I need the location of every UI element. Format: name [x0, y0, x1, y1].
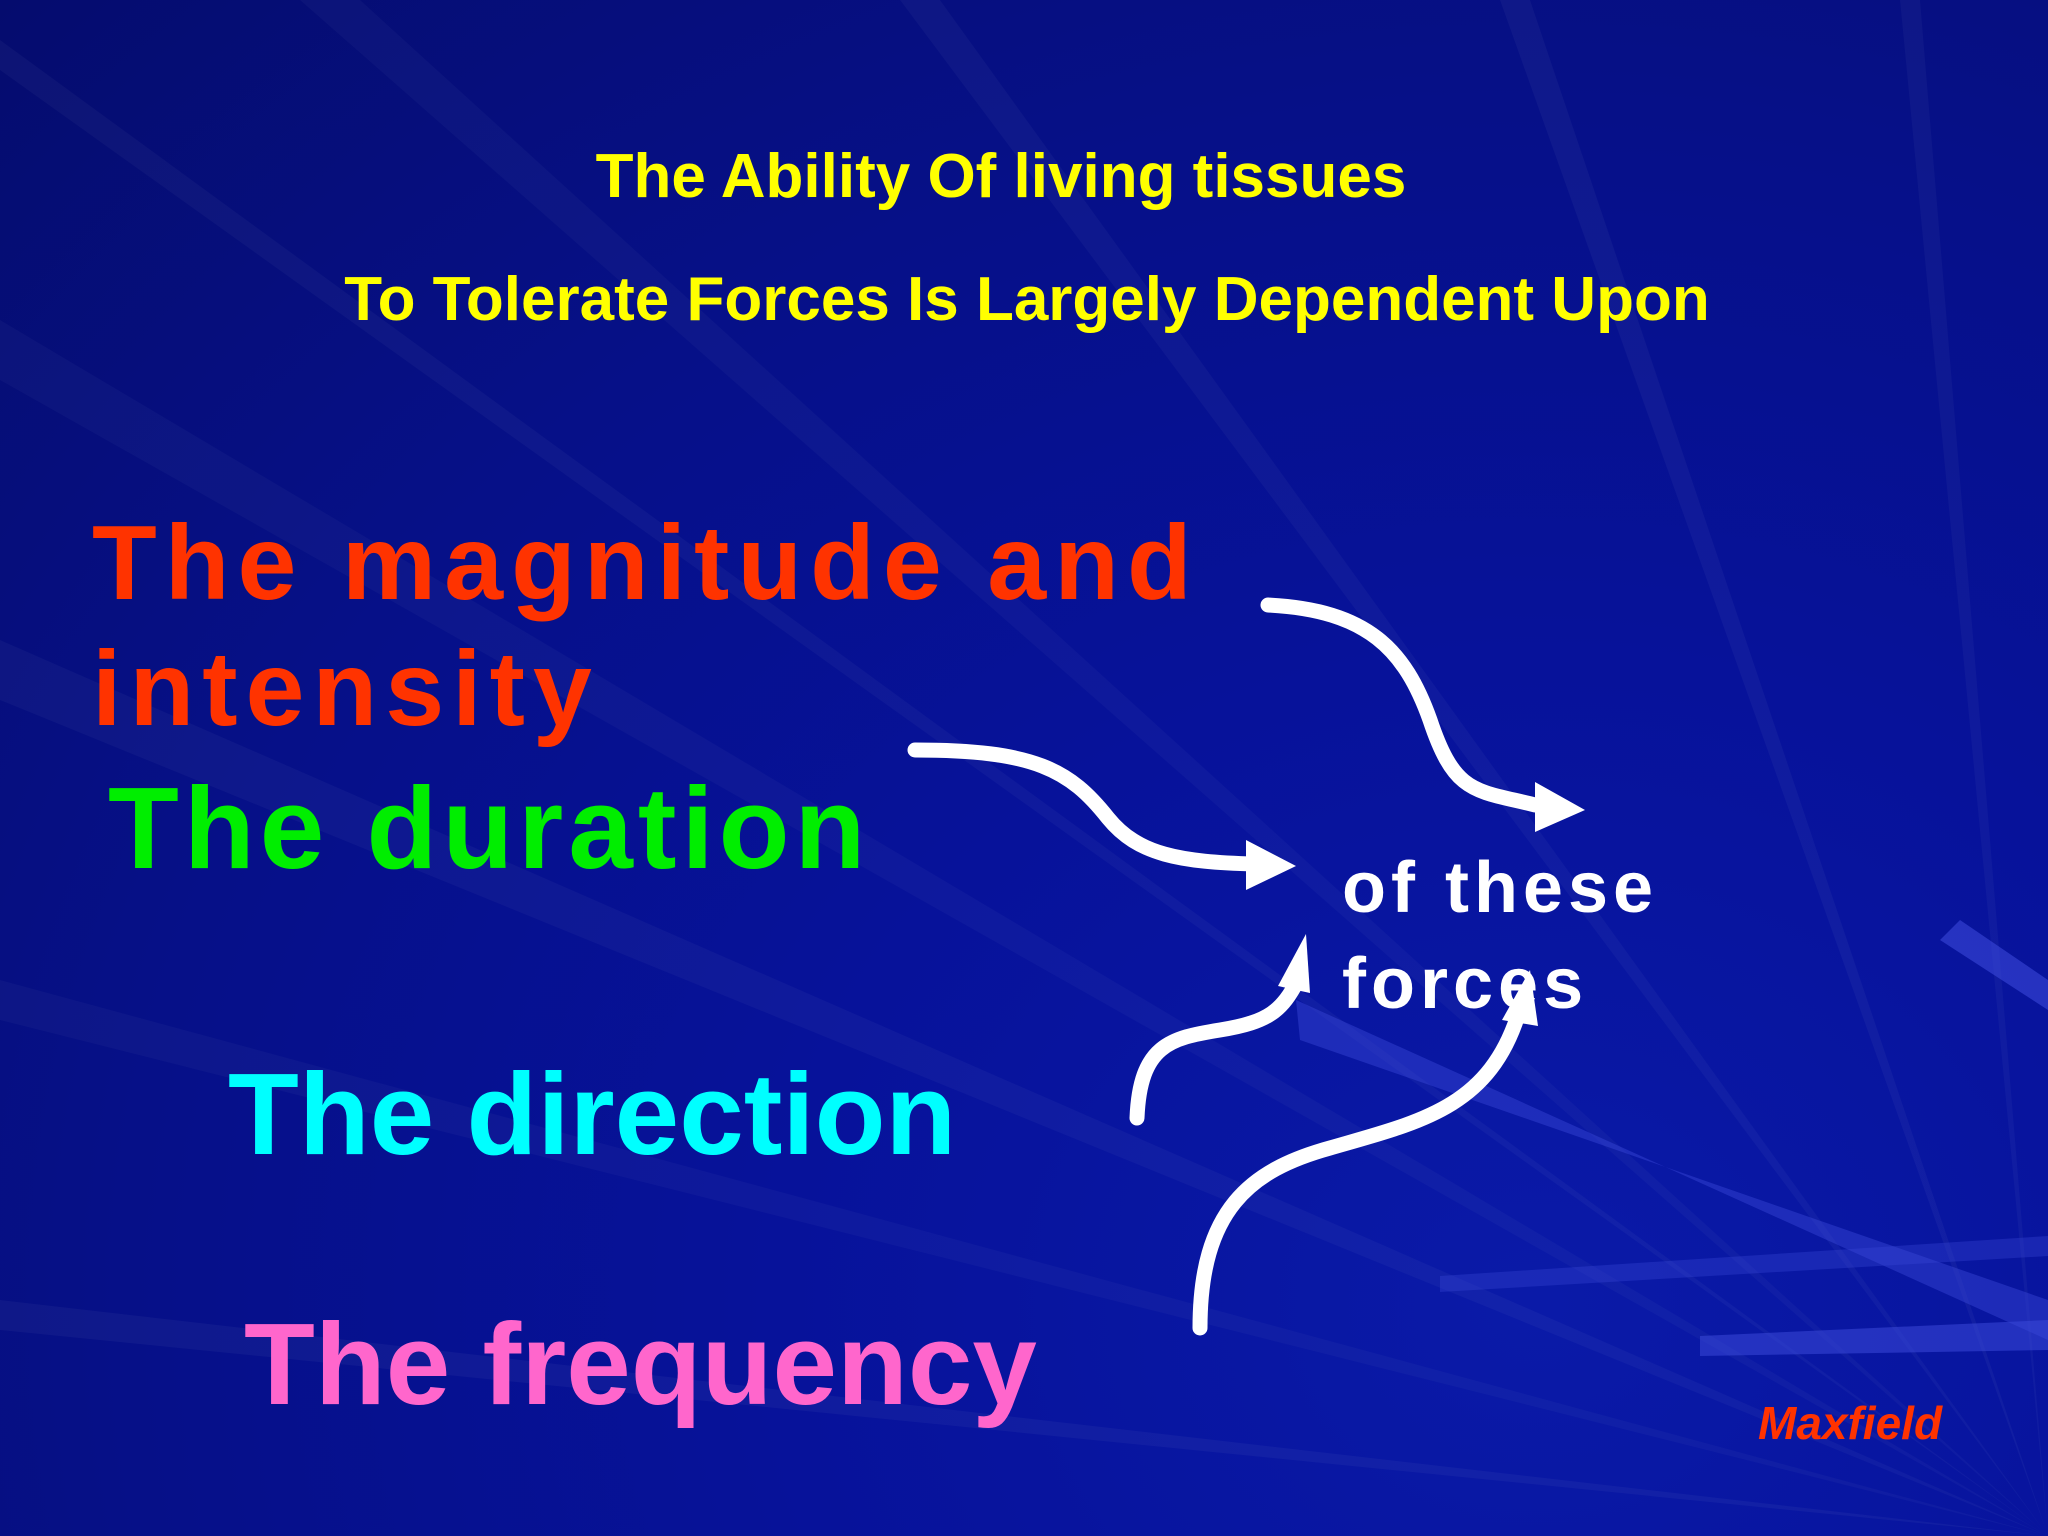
arrow-frequency: [1192, 1007, 1526, 1336]
arrowhead-duration: [1246, 840, 1296, 890]
arrowhead-direction: [1278, 934, 1310, 993]
author-credit: Maxfield: [1758, 1397, 1943, 1449]
arrow-duration: [907, 742, 1263, 872]
arrow-magnitude: [1260, 597, 1543, 813]
arrow-direction: [1129, 972, 1306, 1126]
arrowhead-frequency: [1502, 970, 1538, 1026]
factor-duration: The duration: [108, 763, 871, 893]
factor-magnitude: The magnitude and intensity: [92, 504, 1200, 748]
arrowhead-magnitude: [1535, 782, 1585, 832]
factor-frequency: The frequency: [244, 1299, 1037, 1429]
title-line-2: To Tolerate Forces Is Largely Dependent …: [344, 265, 1710, 334]
target-label: of these forces: [1342, 848, 1659, 1024]
factor-direction: The direction: [228, 1049, 957, 1179]
title-line-1: The Ability Of living tissues: [595, 142, 1407, 211]
